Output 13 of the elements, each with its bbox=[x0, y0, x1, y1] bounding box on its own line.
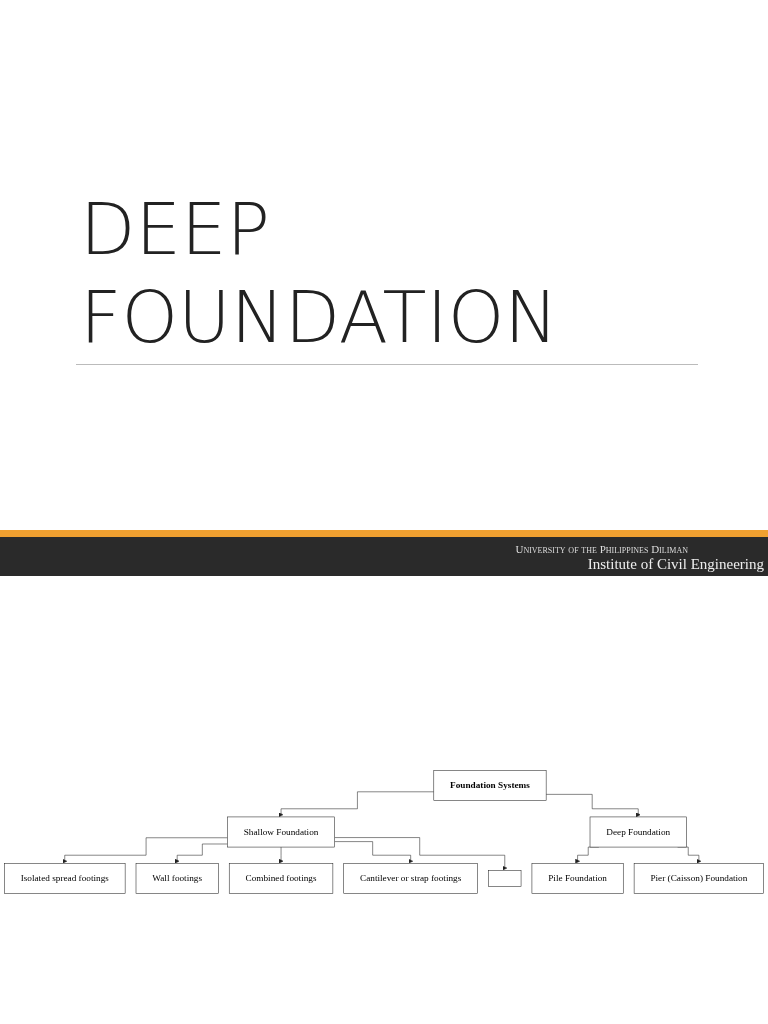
node-box: Combined footings bbox=[228, 863, 334, 894]
node-box: Shallow Foundation bbox=[227, 816, 335, 848]
banner-text: University of the Philippines Diliman bbox=[515, 543, 688, 555]
node-box bbox=[488, 870, 522, 887]
slide-title: DEEP FOUNDATION bbox=[80, 186, 560, 361]
node-box: Foundation Systems bbox=[433, 770, 547, 801]
node-box: Pier (Caisson) Foundation bbox=[633, 863, 764, 894]
node-box: Cantilever or strap footings bbox=[343, 863, 478, 894]
node-box: Wall footings bbox=[135, 863, 219, 894]
banner-text: Institute of Civil Engineering bbox=[587, 556, 764, 573]
node-box: Deep Foundation bbox=[589, 816, 687, 848]
node-box: Pile Foundation bbox=[531, 863, 624, 894]
node-box: Isolated spread footings bbox=[4, 863, 126, 894]
